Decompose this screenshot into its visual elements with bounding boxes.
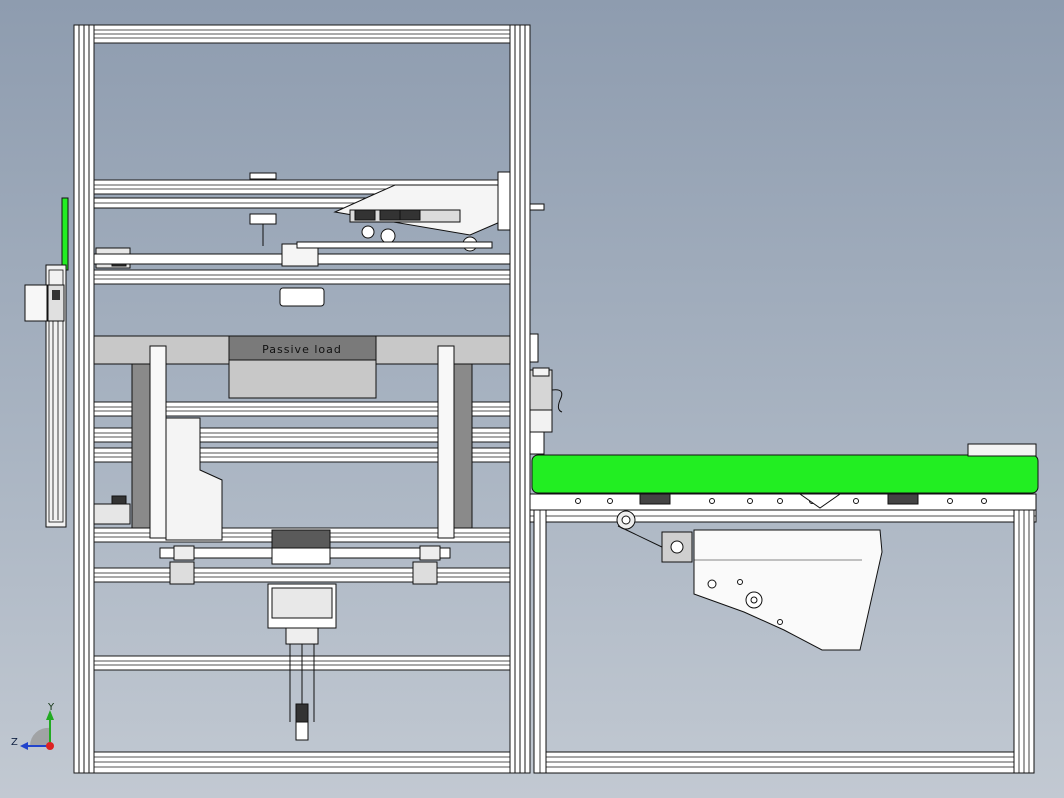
triad-z-label: Z xyxy=(11,737,18,748)
main-frame xyxy=(73,24,531,774)
right-conveyor xyxy=(529,443,1039,774)
coordinate-triad: Y Z xyxy=(11,702,55,750)
passive-load-label: Passive load xyxy=(262,343,342,356)
upper-gantry-carriage xyxy=(93,171,545,307)
conveyor-drive-motor xyxy=(529,333,563,455)
passive-load-housing: Passive load xyxy=(93,335,511,541)
left-side-actuator xyxy=(24,197,69,528)
triad-y-label: Y xyxy=(47,702,55,713)
lower-carriage xyxy=(159,529,451,741)
